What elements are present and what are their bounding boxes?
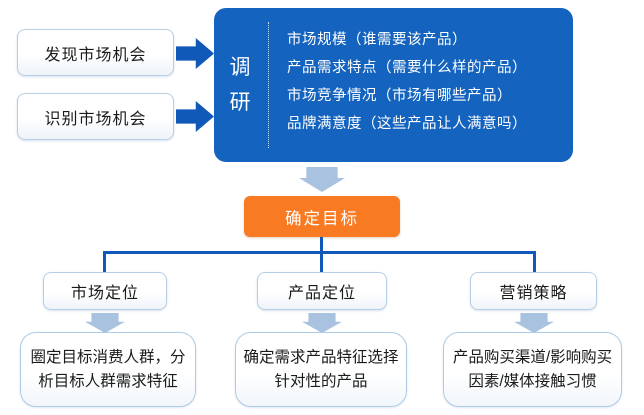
connector-line xyxy=(103,251,106,272)
detail-text: 圈定目标消费人群，分析目标人群需求特征 xyxy=(30,348,186,390)
branch-label: 产品定位 xyxy=(287,285,356,302)
branch-box-market-positioning: 市场定位 xyxy=(43,272,167,310)
research-item: 市场规模（谁需要该产品） xyxy=(287,32,467,48)
connector-line xyxy=(103,251,536,254)
detail-box-marketing-strategy: 产品购买渠道/影响购买因素/媒体接触习惯 xyxy=(443,332,622,407)
detail-box-product-positioning: 确定需求产品特征选择针对性的产品 xyxy=(235,332,407,407)
arrow-right-icon xyxy=(176,101,214,132)
goal-box-label: 确定目标 xyxy=(285,209,359,228)
arrow-down-icon xyxy=(299,167,345,192)
source-box-identify: 识别市场机会 xyxy=(17,93,174,140)
research-item: 产品需求特点（需要什么样的产品） xyxy=(287,60,527,76)
dotted-divider xyxy=(268,22,269,148)
detail-text: 产品购买渠道/影响购买因素/媒体接触习惯 xyxy=(452,348,613,390)
research-panel-title: 调研 xyxy=(229,56,251,114)
goal-box: 确定目标 xyxy=(244,196,400,237)
source-box-discover-label: 发现市场机会 xyxy=(44,46,147,64)
arrow-right-icon xyxy=(176,38,214,69)
source-box-discover: 发现市场机会 xyxy=(17,29,174,76)
arrow-down-icon xyxy=(302,313,342,333)
detail-text: 确定需求产品特征选择针对性的产品 xyxy=(243,348,399,390)
source-box-identify-label: 识别市场机会 xyxy=(44,110,147,128)
arrow-down-icon xyxy=(514,313,554,333)
connector-line xyxy=(533,251,536,272)
research-item-list: 市场规模（谁需要该产品） 产品需求特点（需要什么样的产品） 市场竞争情况（市场有… xyxy=(287,26,563,138)
connector-line xyxy=(320,251,323,272)
branch-label: 市场定位 xyxy=(70,285,139,302)
research-item: 市场竞争情况（市场有哪些产品） xyxy=(287,88,512,104)
connector-line xyxy=(320,237,323,253)
detail-box-market-positioning: 圈定目标消费人群，分析目标人群需求特征 xyxy=(20,332,196,407)
branch-box-product-positioning: 产品定位 xyxy=(257,272,387,310)
arrow-down-icon xyxy=(85,313,125,333)
research-panel: 调研 市场规模（谁需要该产品） 产品需求特点（需要什么样的产品） 市场竞争情况（… xyxy=(214,8,573,162)
branch-box-marketing-strategy: 营销策略 xyxy=(470,272,597,310)
branch-label: 营销策略 xyxy=(499,285,568,302)
research-item: 品牌满意度（这些产品让人满意吗） xyxy=(287,116,527,132)
